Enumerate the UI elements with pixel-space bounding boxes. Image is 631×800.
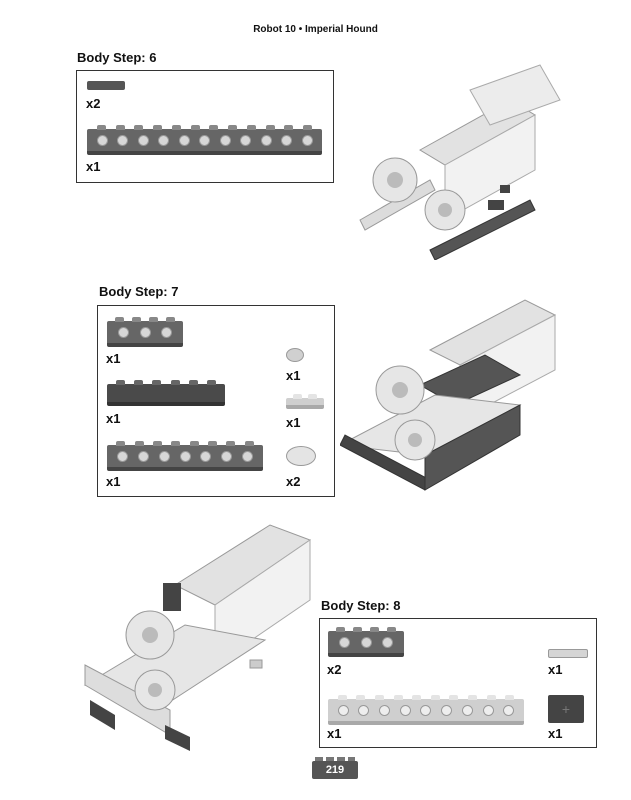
technic-beam-8-icon: [107, 441, 263, 471]
step-8-qty-2: x1: [327, 726, 342, 741]
step-8-assembly-illustration: [83, 524, 312, 751]
step-6-assembly-illustration: [359, 64, 561, 260]
step-6-title: Body Step: 6: [77, 50, 157, 65]
step-8-qty-3: x1: [548, 662, 563, 677]
step-6-parts-box: x2 x1: [76, 70, 334, 183]
step-7-qty-4: x1: [286, 368, 301, 383]
step-6-qty-2: x1: [86, 159, 101, 174]
round-tile-icon: [286, 348, 304, 362]
step-7-qty-3: x1: [106, 474, 121, 489]
technic-beam-4-icon: [328, 627, 404, 657]
technic-beam-4-icon: [107, 317, 183, 347]
step-7-title: Body Step: 7: [99, 284, 179, 299]
step-7-qty-6: x2: [286, 474, 301, 489]
technic-beam-12-icon: [87, 125, 322, 155]
page-number: 219: [312, 757, 358, 779]
step-8-qty-1: x2: [327, 662, 342, 677]
axle-pin-icon: [87, 81, 125, 90]
step-7-qty-1: x1: [106, 351, 121, 366]
step-8-qty-4: x1: [548, 726, 563, 741]
axle-brick-icon: +: [548, 695, 584, 723]
step-6-qty-1: x2: [86, 96, 101, 111]
technic-beam-12-light-icon: [328, 695, 524, 725]
axle-pin-light-icon: [548, 649, 588, 658]
step-8-title: Body Step: 8: [321, 598, 401, 613]
round-plate-2x2-icon: [286, 446, 316, 466]
plate-1x2-icon: [286, 394, 324, 409]
page-header: Robot 10 • Imperial Hound: [253, 24, 378, 35]
step-7-qty-2: x1: [106, 411, 121, 426]
step-7-parts-box: x1 x1 x1 x1 x1 x2: [97, 305, 335, 497]
plate-2x6-icon: [107, 380, 225, 406]
step-8-parts-box: x2 x1 x1 + x1: [319, 618, 597, 748]
step-7-assembly-illustration: [340, 299, 557, 491]
step-7-qty-5: x1: [286, 415, 301, 430]
